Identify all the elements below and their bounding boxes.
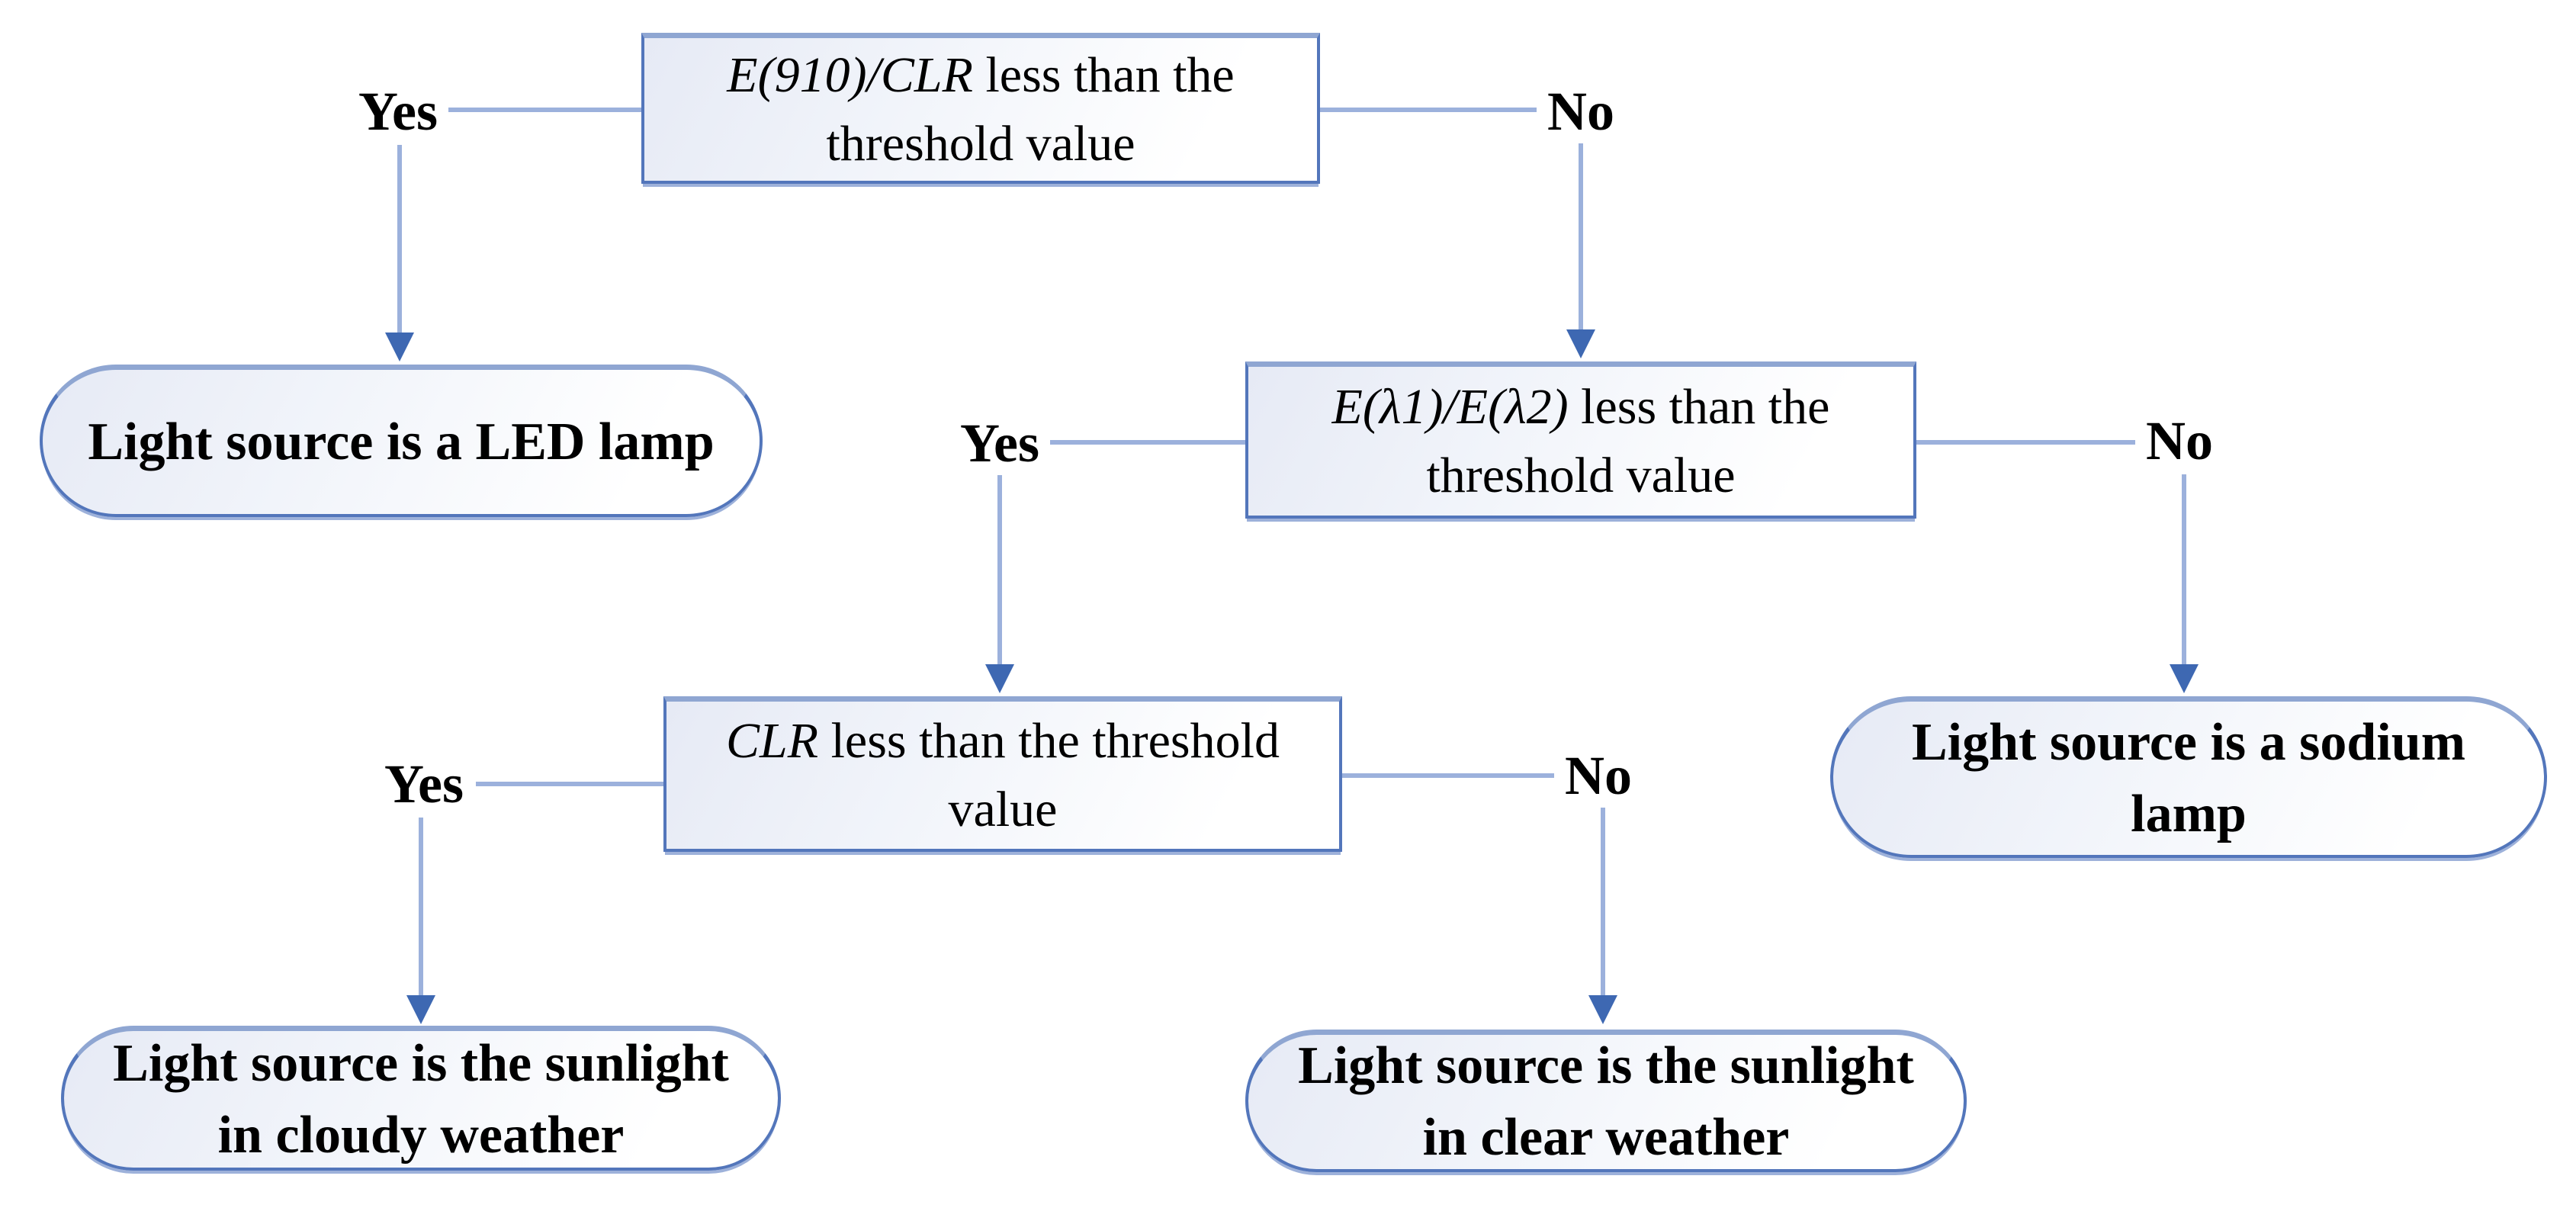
arrowhead-to-decision-2 [1566, 329, 1595, 358]
decision-2-math-term: E(λ1)/E(λ2) [1331, 378, 1569, 435]
result-sunlight-cloudy: Light source is the sunlight in cloudy w… [61, 1026, 781, 1171]
branch-label-yes-1: Yes [348, 79, 448, 143]
result-led-lamp: Light source is a LED lamp [40, 365, 763, 517]
decision-3-math-term: CLR [726, 712, 819, 769]
branch-label-yes-3: Yes [374, 752, 474, 816]
result-led-line-1: Light source is a LED lamp [88, 412, 715, 471]
result-clear-line-1: Light source is the sunlight [1298, 1036, 1914, 1095]
arrowhead-to-sunlight-cloudy [406, 995, 435, 1024]
arrowhead-to-sunlight-clear [1588, 995, 1617, 1024]
decision-e910-clr-threshold: E(910)/CLR less than the threshold value [641, 33, 1320, 184]
branch-label-no-3: No [1554, 744, 1643, 808]
arrowhead-to-sodium-lamp [2170, 664, 2199, 693]
decision-1-line-2: threshold value [826, 115, 1135, 172]
result-sodium-lamp: Light source is a sodium lamp [1830, 696, 2547, 858]
decision-clr-threshold: CLR less than the threshold value [663, 696, 1342, 852]
branch-label-no-1: No [1537, 79, 1625, 143]
result-sodium-line-2: lamp [2131, 784, 2247, 843]
branch-label-yes-2: Yes [949, 411, 1050, 475]
decision-2-line-1: E(λ1)/E(λ2) less than the [1331, 378, 1830, 435]
decision-1-line-1: E(910)/CLR less than the [727, 47, 1235, 103]
arrowhead-to-led-lamp [385, 333, 414, 361]
result-clear-line-2: in clear weather [1422, 1108, 1790, 1167]
decision-3-line-2: value [948, 781, 1058, 837]
decision-3-line-1: CLR less than the threshold [726, 712, 1280, 769]
branch-label-no-2: No [2135, 409, 2224, 473]
decision-lambda-ratio-threshold: E(λ1)/E(λ2) less than the threshold valu… [1245, 361, 1916, 519]
decision-1-math-term: E(910)/CLR [727, 47, 973, 103]
result-sunlight-clear: Light source is the sunlight in clear we… [1245, 1030, 1967, 1172]
arrowhead-to-decision-3 [985, 664, 1014, 693]
result-sodium-line-1: Light source is a sodium [1911, 712, 2466, 772]
result-cloudy-line-1: Light source is the sunlight [113, 1033, 729, 1093]
result-cloudy-line-2: in cloudy weather [217, 1105, 625, 1165]
decision-2-line-2: threshold value [1426, 447, 1736, 503]
